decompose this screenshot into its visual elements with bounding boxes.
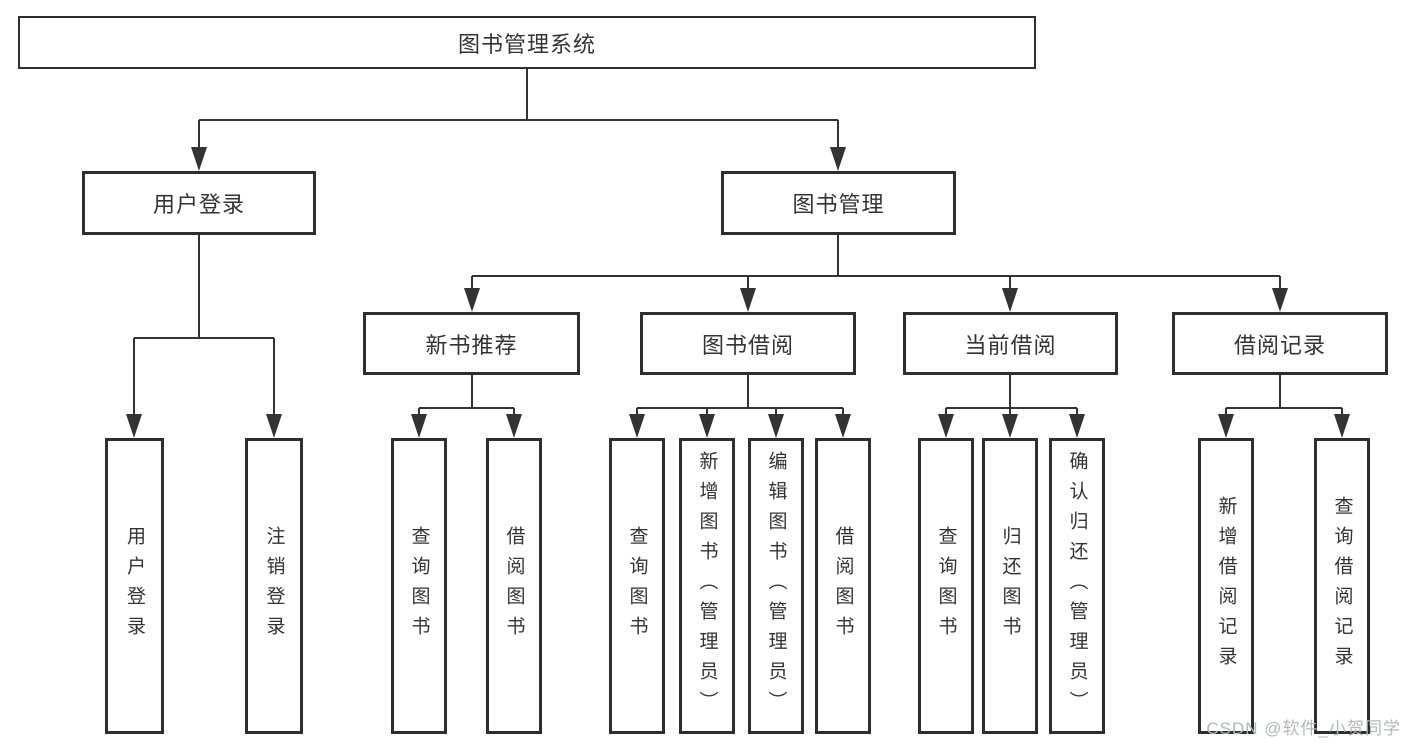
node-new-book-recommend: 新书推荐 bbox=[363, 312, 580, 375]
leaf-query-books-1: 查询图书 bbox=[391, 438, 447, 734]
node-label: 图书管理系统 bbox=[457, 31, 596, 57]
leaf-logout-login: 注销登录 bbox=[245, 438, 303, 734]
node-book-management: 图书管理 bbox=[721, 171, 956, 235]
leaf-query-borrow-record: 查询借阅记录 bbox=[1314, 438, 1370, 734]
leaf-label: 借阅图书 bbox=[503, 526, 525, 646]
leaf-borrow-books-1: 借阅图书 bbox=[486, 438, 542, 734]
node-label: 当前借阅 bbox=[964, 332, 1057, 358]
leaf-label: 编辑图书（管理员） bbox=[765, 451, 787, 721]
leaf-confirm-return-admin: 确认归还（管理员） bbox=[1049, 438, 1105, 734]
leaf-edit-book-admin: 编辑图书（管理员） bbox=[748, 438, 804, 734]
leaf-label: 确认归还（管理员） bbox=[1066, 451, 1088, 721]
leaf-label: 借阅图书 bbox=[832, 526, 854, 646]
leaf-label: 查询借阅记录 bbox=[1331, 496, 1353, 676]
leaf-label: 查询图书 bbox=[626, 526, 648, 646]
leaf-label: 查询图书 bbox=[935, 526, 957, 646]
node-label: 图书借阅 bbox=[701, 332, 794, 358]
leaf-label: 注销登录 bbox=[263, 526, 285, 646]
leaf-borrow-books-2: 借阅图书 bbox=[815, 438, 871, 734]
csdn-watermark: CSDN @软件_小贺同学 bbox=[1206, 719, 1401, 738]
node-library-management-system: 图书管理系统 bbox=[18, 16, 1036, 69]
node-label: 图书管理 bbox=[792, 192, 885, 217]
leaf-add-book-admin: 新增图书（管理员） bbox=[679, 438, 735, 734]
leaf-user-login: 用户登录 bbox=[105, 438, 164, 734]
leaf-label: 用户登录 bbox=[124, 526, 145, 646]
node-label: 用户登录 bbox=[152, 192, 245, 217]
leaf-query-books-2: 查询图书 bbox=[609, 438, 665, 734]
node-user-login: 用户登录 bbox=[82, 171, 316, 235]
leaf-label: 新增借阅记录 bbox=[1215, 496, 1237, 676]
node-label: 新书推荐 bbox=[425, 332, 518, 358]
node-book-borrowing: 图书借阅 bbox=[640, 312, 856, 375]
leaf-add-borrow-record: 新增借阅记录 bbox=[1198, 438, 1254, 734]
leaf-label: 新增图书（管理员） bbox=[696, 451, 718, 721]
leaf-return-book: 归还图书 bbox=[982, 438, 1038, 734]
leaf-label: 归还图书 bbox=[999, 526, 1021, 646]
leaf-query-books-3: 查询图书 bbox=[918, 438, 974, 734]
node-borrowing-records: 借阅记录 bbox=[1172, 312, 1388, 375]
node-current-borrowing: 当前借阅 bbox=[903, 312, 1118, 375]
leaf-label: 查询图书 bbox=[408, 526, 430, 646]
node-label: 借阅记录 bbox=[1233, 332, 1326, 358]
